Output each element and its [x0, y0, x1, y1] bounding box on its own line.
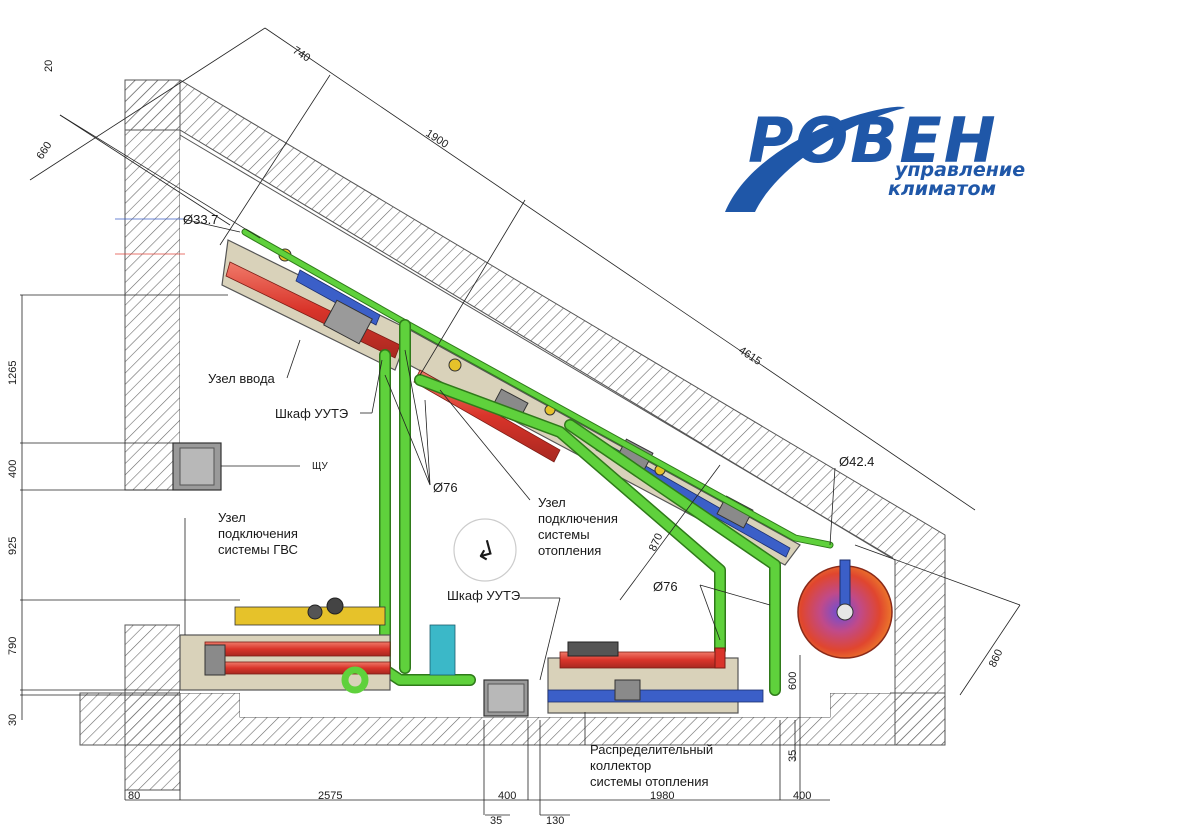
callout-labels: Ø33.7 Узел ввода Шкаф УУТЭ ЩУ Ø76 Узел п…: [183, 212, 874, 789]
label-d76-b: Ø76: [653, 579, 678, 594]
label-heat-node-4: отопления: [538, 543, 601, 558]
dhw-node: [179, 597, 456, 694]
dim-1265: 1265: [7, 361, 19, 385]
label-collector-2: коллектор: [590, 758, 651, 773]
dim-660: 660: [34, 140, 54, 162]
dim-400-right: 400: [793, 790, 811, 802]
label-dhw-node-2: подключения: [218, 526, 298, 541]
dim-1900: 1900: [423, 127, 450, 150]
dim-80: 80: [128, 790, 140, 802]
dim-400-left: 400: [7, 460, 19, 478]
label-cabinet-uute-bottom: Шкаф УУТЭ: [447, 588, 520, 603]
label-collector-1: Распределительный: [590, 742, 713, 757]
label-d33-7: Ø33.7: [183, 212, 218, 227]
dim-600: 600: [787, 672, 799, 690]
expansion-tank: [797, 559, 893, 659]
dim-925: 925: [7, 537, 19, 555]
left-wall-upper: [124, 79, 181, 491]
label-d42-4: Ø42.4: [839, 454, 874, 469]
dim-20: 20: [43, 60, 55, 72]
label-shchu: ЩУ: [312, 461, 328, 472]
dim-35-bottom: 35: [490, 815, 502, 827]
heating-collector: [547, 641, 764, 714]
dim-130: 130: [546, 815, 564, 827]
logo-tagline-2: климатом: [888, 178, 996, 200]
label-cabinet-uute-top: Шкаф УУТЭ: [275, 406, 348, 421]
label-d76-a: Ø76: [433, 480, 458, 495]
cabinet-uute-bottom: [483, 679, 529, 717]
logo-tagline-1: управление: [895, 159, 1025, 181]
roven-logo: РОВЕН управление климатом: [725, 104, 1025, 212]
dim-400-mid: 400: [498, 790, 516, 802]
dim-2575: 2575: [318, 790, 342, 802]
label-input-node: Узел ввода: [208, 371, 276, 386]
label-heat-node-2: подключения: [538, 511, 618, 526]
dim-1980: 1980: [650, 790, 674, 802]
dim-30: 30: [7, 714, 19, 726]
green-pipelines: [241, 228, 834, 696]
dim-35-right: 35: [787, 750, 799, 762]
logo-brand: РОВЕН: [748, 104, 998, 177]
orientation-mark: ↲: [453, 518, 517, 582]
label-dhw-node-1: Узел: [218, 510, 246, 525]
dimension-lines: [20, 27, 1021, 816]
shchu-cabinet: [172, 442, 222, 491]
label-heat-node-1: Узел: [538, 495, 566, 510]
label-dhw-node-3: системы ГВС: [218, 542, 298, 557]
dim-4615: 4615: [736, 344, 763, 367]
dim-790: 790: [7, 637, 19, 655]
logo-swoosh-icon: [725, 106, 905, 212]
label-collector-3: системы отопления: [590, 774, 709, 789]
label-heat-node-3: системы: [538, 527, 590, 542]
